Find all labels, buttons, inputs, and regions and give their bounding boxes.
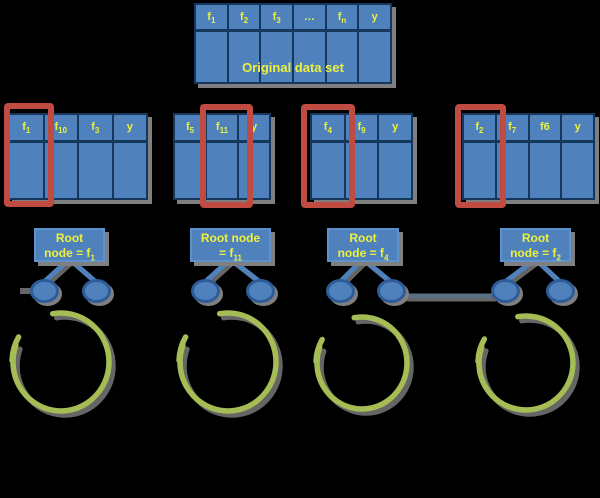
table-cell xyxy=(294,32,327,82)
column-header-f2: f2 xyxy=(229,5,262,29)
column-header-y: y xyxy=(371,11,378,23)
root-node-1-line1: Root xyxy=(55,231,84,245)
subset-4-body xyxy=(464,143,593,198)
table-cell xyxy=(497,143,530,198)
tree3-right-branch xyxy=(360,256,394,285)
column-header-f7: f7 xyxy=(497,115,530,140)
tree2-right-child-node xyxy=(246,279,275,303)
table-cell xyxy=(346,143,380,198)
tree1-left-child-node xyxy=(30,279,59,303)
subset-table-1: f1 f10 f3 y xyxy=(8,113,148,200)
column-header-f4: f4 xyxy=(312,115,346,140)
original-table-body xyxy=(196,32,390,82)
highlight-rect-f2 xyxy=(455,104,506,208)
table-cell xyxy=(79,143,114,198)
connector-shadows xyxy=(44,259,566,302)
subset-4-header-row: f2 f7 f6 y xyxy=(464,115,593,143)
tree2-right-branch xyxy=(228,256,263,285)
column-header-f1: f1 xyxy=(10,115,45,140)
table-cell xyxy=(45,143,79,198)
column-header-f3: f3 xyxy=(79,115,114,140)
table-cell xyxy=(10,143,45,198)
subtree-circles xyxy=(9,310,576,414)
subset-table-3: f4 f9 y xyxy=(310,113,413,200)
tree1-left-branch xyxy=(41,256,72,285)
subset-table-4: f2 f7 f6 y xyxy=(462,113,595,200)
table-cell xyxy=(327,32,360,82)
subtree-circle-2 xyxy=(177,310,279,414)
subset-1-body xyxy=(10,143,146,198)
subset-2-body xyxy=(175,143,269,198)
column-header-y: y xyxy=(574,121,581,133)
root-node-4-line1: Root xyxy=(521,231,550,245)
column-header-y: y xyxy=(250,121,258,133)
subtree-circle-1-tail xyxy=(9,334,22,364)
highlight-rect-f4 xyxy=(301,104,355,208)
tree3-right-child-node xyxy=(377,279,406,303)
column-header-y: y xyxy=(392,121,399,133)
table-cell xyxy=(464,143,497,198)
tree4-left-child-node xyxy=(491,279,520,303)
tree1-right-child-node xyxy=(82,279,111,303)
subtree-circle-1 xyxy=(10,310,112,414)
root-node-2-line1: Root node xyxy=(200,231,261,245)
tree3-left-branch xyxy=(337,256,366,285)
tree4-left-branch xyxy=(502,256,538,285)
root-node-2-line2: = f11 xyxy=(219,246,242,263)
table-cell xyxy=(530,143,563,198)
column-header-f6: f6 xyxy=(530,115,563,140)
subset-table-2: f5 f11 y xyxy=(173,113,271,200)
tree1-right-branch xyxy=(67,256,99,285)
subset-2-header-row: f5 f11 y xyxy=(175,115,269,143)
column-header-f9: f9 xyxy=(346,115,380,140)
column-header-f1: f1 xyxy=(196,5,229,29)
highlight-rect-f1 xyxy=(4,103,54,207)
column-header-y: y xyxy=(126,121,133,133)
subtree-circle-3 xyxy=(314,314,410,412)
root-node-1-line2: node = f1 xyxy=(44,246,95,263)
root-node-3-line2: node = f4 xyxy=(337,246,389,263)
highlight-rect-f11 xyxy=(200,104,253,208)
tree2-left-branch xyxy=(202,256,233,285)
tree4-right-branch xyxy=(533,256,563,285)
subset-3-header-row: f4 f9 y xyxy=(312,115,411,143)
subtree-circle-4 xyxy=(476,313,576,413)
table-cell xyxy=(229,32,262,82)
column-header-ellipsis: … xyxy=(294,5,327,29)
subtree-circle-2-tail xyxy=(176,334,189,364)
tree4-right-child-node xyxy=(546,279,575,303)
column-header-fn: fn xyxy=(327,5,360,29)
column-header-f5: f5 xyxy=(175,115,207,140)
subset-3-body xyxy=(312,143,411,198)
table-cell xyxy=(312,143,346,198)
column-header-f10: f10 xyxy=(45,115,79,140)
subset-1-header-row: f1 f10 f3 y xyxy=(10,115,146,143)
root-node-box-1: Root node = f1 xyxy=(34,228,105,262)
tree-branch-connectors xyxy=(41,256,563,285)
table-cell xyxy=(196,32,229,82)
root-node-4-line2: node = f2 xyxy=(510,246,561,263)
original-data-set-label: Original data set xyxy=(242,60,344,75)
subtree-circle-4-tail xyxy=(475,336,488,365)
column-header-f11: f11 xyxy=(207,115,239,140)
original-table-header-row: f1 f2 f3 … fn y xyxy=(196,5,390,32)
table-cell xyxy=(207,143,239,198)
tree2-left-child-node xyxy=(191,279,220,303)
subtree-circle-3-tail xyxy=(313,336,325,365)
root-node-box-2: Root node = f11 xyxy=(190,228,271,262)
tree3-left-child-node xyxy=(326,279,355,303)
column-header-f3: f3 xyxy=(261,5,295,29)
root-node-box-3: Root node = f4 xyxy=(327,228,399,262)
column-header-f2: f2 xyxy=(464,115,497,140)
original-data-table: f1 f2 f3 … fn y Original data set xyxy=(194,3,392,84)
root-node-3-line1: Root xyxy=(349,231,377,245)
root-node-box-4: Root node = f2 xyxy=(500,228,571,262)
table-cell xyxy=(175,143,207,198)
table-cell xyxy=(261,32,295,82)
